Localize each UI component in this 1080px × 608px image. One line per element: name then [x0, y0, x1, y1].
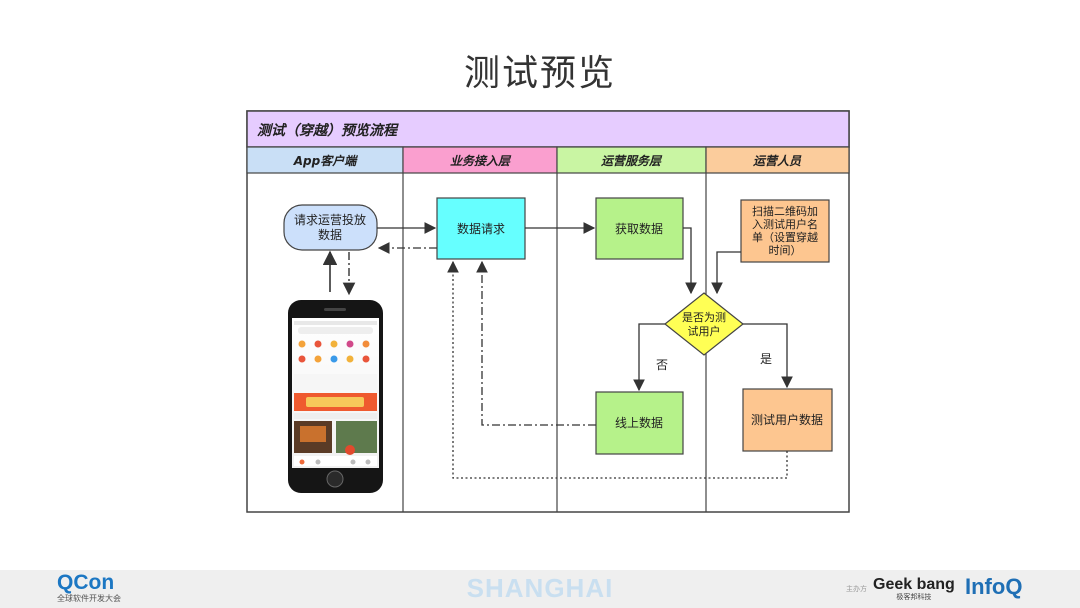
lane-header-service: [556, 146, 707, 174]
edge-label-no: 否: [656, 358, 668, 372]
lane-header-access: [402, 146, 558, 174]
qcon-logo: QCon 全球软件开发大会: [57, 571, 121, 604]
geekbang-logo: Geek bang 极客邦科技: [873, 576, 955, 601]
lane-header-ops: [705, 146, 850, 174]
qcon-logo-text: QCon: [57, 571, 115, 594]
lane-label-app: App客户端: [293, 154, 358, 168]
edge-online-to-access: [476, 260, 596, 426]
footer-city: SHANGHAI: [466, 573, 614, 603]
edge-testdata-to-access: [447, 260, 788, 479]
node-request-ad-text: 请求运营投放数据: [294, 212, 366, 242]
geekbang-logo-text: Geek bang: [873, 576, 955, 593]
node-test-user-data: [742, 388, 833, 452]
footer-bar: SHANGHAI QCon 全球软件开发大会 主办方 Geek bang 极客邦…: [0, 570, 1080, 608]
node-online-data: [595, 391, 684, 455]
phone-app-grid: [298, 340, 370, 363]
infoq-logo: InfoQ: [965, 574, 1023, 599]
lane-label-access: 业务接入层: [450, 154, 512, 168]
slide-title: 测试预览: [463, 53, 616, 94]
node-scan-qr-text: 扫描二维码加入测试用户名单（设置穿越时间）: [752, 204, 818, 257]
node-scan-qr: [740, 199, 830, 263]
node-is-test-user-text: 是否为测试用户: [682, 311, 726, 338]
geekbang-logo-subtitle: 极客邦科技: [896, 593, 932, 601]
edge-scan-to-decision: [711, 251, 741, 295]
flow-diagram: 测试（穿越）预览流程 App客户端 业务接入层 运营服务层 运营人员 请求运营投…: [246, 110, 850, 513]
edge-fetch-to-decision: [683, 227, 697, 295]
node-is-test-user: [664, 292, 744, 356]
edge-label-yes: 是: [760, 352, 772, 366]
node-fetch-data-text: 获取数据: [615, 221, 663, 236]
edge-decision-no: [633, 323, 665, 392]
lane-label-service: 运营服务层: [601, 154, 663, 168]
node-test-user-data-text: 测试用户数据: [751, 412, 823, 427]
node-fetch-data: [595, 197, 684, 260]
node-data-request-text: 数据请求: [457, 221, 505, 236]
node-online-data-text: 线上数据: [615, 415, 663, 430]
lane-header-app: [246, 146, 404, 174]
node-data-request: [436, 197, 526, 260]
lane-label-ops: 运营人员: [753, 154, 802, 168]
edge-decision-yes: [743, 323, 793, 389]
phone-illustration: [288, 300, 383, 493]
sponsor-label: 主办方: [846, 585, 867, 593]
diagram-header-bar: [246, 110, 850, 148]
qcon-logo-subtitle: 全球软件开发大会: [57, 594, 121, 603]
diagram-header-text: 测试（穿越）预览流程: [257, 122, 399, 139]
